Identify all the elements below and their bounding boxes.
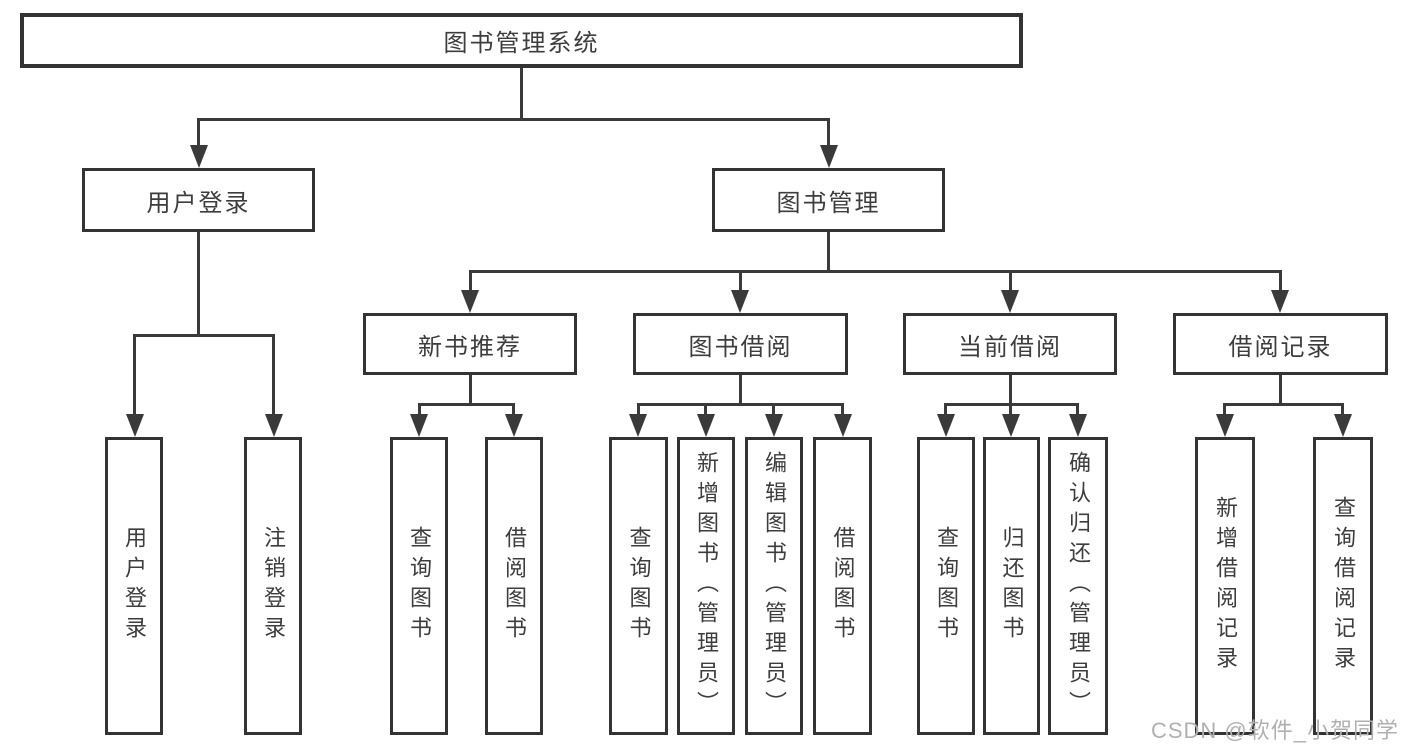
connector-line [272, 334, 275, 414]
leaf-add-borrow-record: 新增借阅记录 [1195, 437, 1255, 735]
connector-line [469, 375, 472, 405]
connector-arrowhead [1001, 290, 1019, 313]
connector-line [418, 403, 421, 416]
connector-line [1279, 375, 1282, 405]
connector-line [418, 403, 515, 406]
connector-arrowhead [126, 414, 144, 437]
connector-line [637, 403, 640, 416]
connector-line [827, 232, 830, 273]
connector-arrowhead [731, 290, 749, 313]
leaf-edit-book-admin: 编辑图书（管理员） [745, 437, 803, 735]
watermark: CSDN @软件_小贺同学 [1150, 718, 1399, 743]
connector-line [1341, 403, 1344, 416]
connector-line [1009, 375, 1012, 405]
connector-arrowhead [1271, 290, 1289, 313]
connector-arrowhead [265, 414, 283, 437]
connector-line [512, 403, 515, 416]
leaf-return-book: 归还图书 [983, 437, 1040, 735]
node-borrowing-records: 借阅记录 [1173, 313, 1388, 375]
connector-line [197, 118, 200, 146]
node-book-management: 图书管理 [712, 168, 945, 232]
leaf-confirm-return-admin: 确认归还（管理员） [1048, 437, 1108, 735]
connector-line [637, 403, 843, 406]
connector-arrowhead [765, 414, 783, 437]
leaf-query-books: 查询图书 [390, 437, 448, 735]
leaf-query-borrow-record: 查询借阅记录 [1313, 437, 1373, 735]
connector-arrowhead [1334, 414, 1352, 437]
connector-arrowhead [461, 290, 479, 313]
connector-arrowhead [410, 414, 428, 437]
connector-line [197, 118, 830, 121]
connector-line [133, 334, 136, 414]
connector-arrowhead [820, 145, 838, 168]
connector-line [197, 232, 200, 336]
connector-arrowhead [1069, 414, 1087, 437]
connector-line [469, 270, 472, 291]
connector-line [739, 270, 742, 291]
node-user-login: 用户登录 [82, 168, 315, 232]
leaf-borrow-books: 借阅图书 [485, 437, 543, 735]
connector-arrowhead [190, 145, 208, 168]
leaf-logout: 注销登录 [244, 437, 302, 735]
connector-line [133, 334, 275, 337]
connector-line [1009, 270, 1012, 291]
connector-arrowhead [937, 414, 955, 437]
leaf-borrow-books: 借阅图书 [813, 437, 872, 735]
connector-line [1223, 403, 1226, 416]
node-new-book-recommendation: 新书推荐 [363, 313, 577, 375]
connector-line [1279, 270, 1282, 291]
connector-line [1224, 403, 1344, 406]
node-book-borrowing: 图书借阅 [633, 313, 848, 375]
connector-line [841, 403, 844, 416]
connector-arrowhead [1216, 414, 1234, 437]
connector-line [1076, 403, 1079, 416]
leaf-query-books: 查询图书 [609, 437, 668, 735]
leaf-query-books: 查询图书 [917, 437, 975, 735]
connector-arrowhead [505, 414, 523, 437]
leaf-add-book-admin: 新增图书（管理员） [677, 437, 735, 735]
connector-line [520, 68, 523, 119]
connector-line [469, 270, 1282, 273]
connector-line [827, 118, 830, 146]
connector-line [944, 403, 947, 416]
connector-arrowhead [834, 414, 852, 437]
connector-line [704, 403, 707, 416]
node-current-borrowing: 当前借阅 [903, 313, 1117, 375]
connector-line [739, 375, 742, 405]
node-library-system: 图书管理系统 [20, 13, 1023, 68]
connector-arrowhead [697, 414, 715, 437]
leaf-user-login: 用户登录 [105, 437, 163, 735]
connector-arrowhead [629, 414, 647, 437]
connector-line [1009, 403, 1012, 416]
connector-line [772, 403, 775, 416]
connector-arrowhead [1002, 414, 1020, 437]
connector-line [945, 403, 1079, 406]
